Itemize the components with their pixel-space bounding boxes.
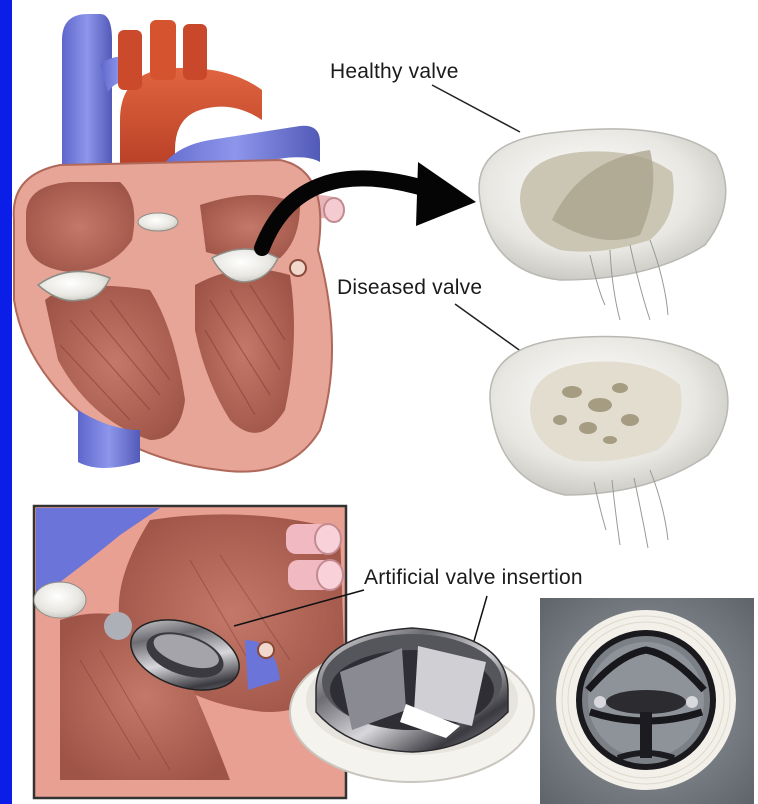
- label-artificial-valve-insertion: Artificial valve insertion: [364, 566, 583, 590]
- label-diseased-valve: Diseased valve: [337, 276, 482, 300]
- aortic-valve: [138, 213, 178, 231]
- mechanical-valve-image: [540, 598, 754, 804]
- superior-vena-cava: [62, 14, 112, 170]
- marker-dot: [290, 260, 306, 276]
- heart-illustration: [14, 14, 344, 472]
- aorta-branch-2: [150, 20, 176, 80]
- diseased-valve-illustration: [455, 304, 728, 548]
- aorta-branch-3: [183, 24, 207, 80]
- label-healthy-valve: Healthy valve: [330, 60, 459, 84]
- aorta-branch-1: [118, 30, 142, 90]
- pulmonary-vein-opening: [324, 198, 344, 222]
